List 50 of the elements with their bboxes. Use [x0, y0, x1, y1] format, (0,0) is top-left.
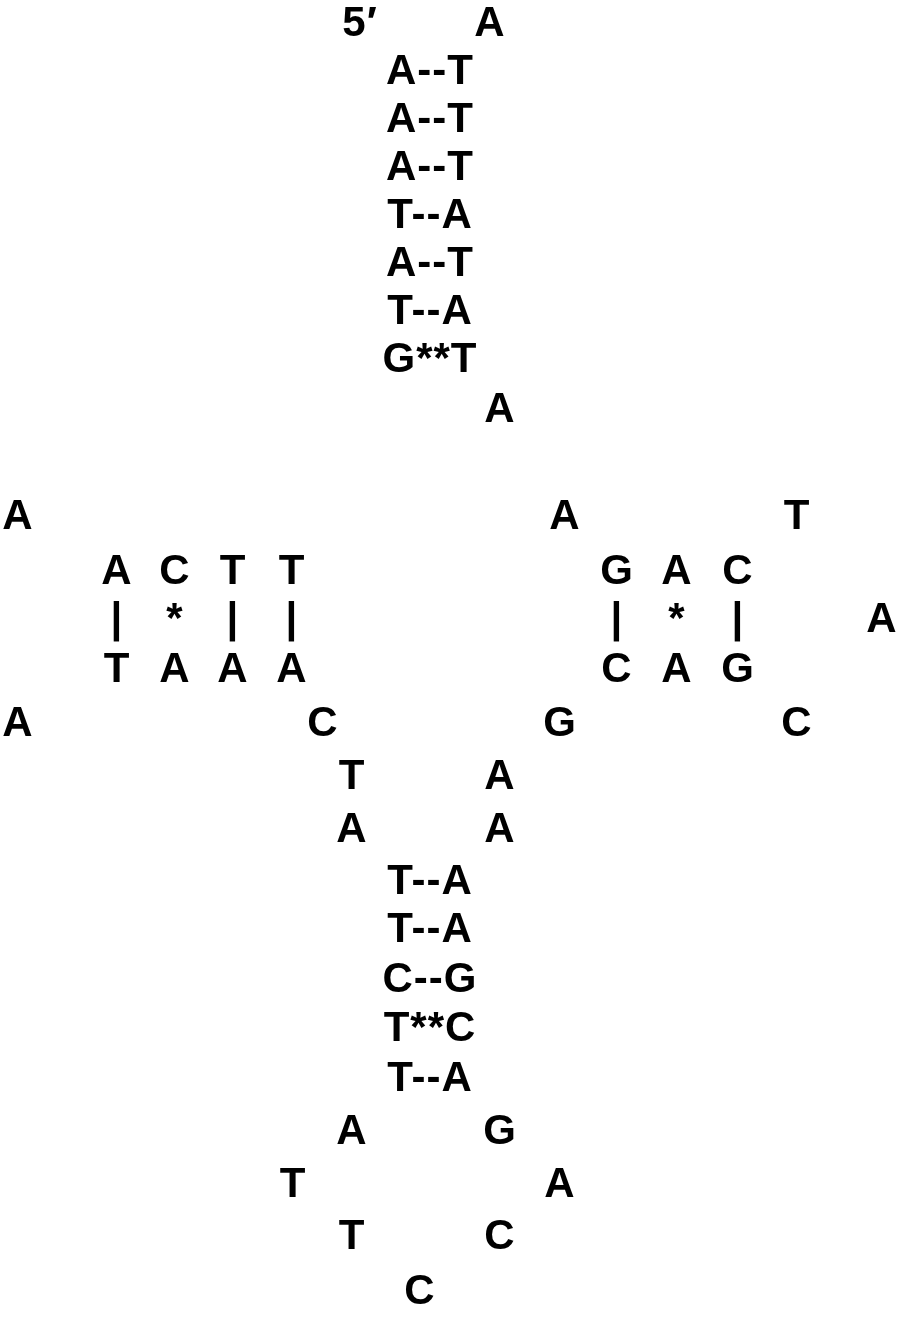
base-letter: G	[721, 647, 755, 689]
base-letter: A	[661, 549, 693, 591]
base-pair: T--A	[387, 1056, 473, 1098]
base-letter: G	[543, 701, 577, 743]
base-letter: C	[484, 1214, 516, 1256]
base-pair: A--T	[386, 97, 474, 139]
base-letter: A	[101, 549, 133, 591]
base-pair: T--A	[387, 859, 473, 901]
base-letter: G	[600, 549, 634, 591]
pairing-mark: *	[166, 597, 184, 639]
base-pair: T--A	[387, 289, 473, 331]
base-letter: T	[103, 647, 131, 689]
base-pair: T**C	[383, 1006, 477, 1048]
base-letter: T	[338, 1214, 366, 1256]
base-letter: A	[2, 494, 34, 536]
base-pair: T--A	[387, 193, 473, 235]
base-letter: A	[2, 701, 34, 743]
base-letter: A	[276, 647, 308, 689]
pairing-mark: *	[668, 597, 686, 639]
base-letter: T	[338, 754, 366, 796]
base-letter: C	[404, 1269, 436, 1311]
base-letter: C	[307, 701, 339, 743]
base-letter: A	[484, 807, 516, 849]
base-letter: C	[159, 549, 191, 591]
base-letter: T	[783, 494, 811, 536]
base-letter: A	[484, 754, 516, 796]
base-letter: A	[866, 597, 898, 639]
end-label: 5′	[342, 1, 378, 43]
base-letter: A	[336, 807, 368, 849]
base-letter: A	[474, 1, 506, 43]
base-pair: G**T	[382, 337, 478, 379]
base-letter: C	[781, 701, 813, 743]
base-pair: C--G	[382, 957, 478, 999]
base-letter: A	[661, 647, 693, 689]
base-letter: A	[544, 1162, 576, 1204]
base-letter: T	[279, 1162, 307, 1204]
base-pair: A--T	[386, 145, 474, 187]
base-pair: A--T	[386, 241, 474, 283]
base-pair: A--T	[386, 49, 474, 91]
base-letter: T	[278, 549, 306, 591]
base-pair: T--A	[387, 907, 473, 949]
base-letter: A	[336, 1109, 368, 1151]
base-letter: T	[219, 549, 247, 591]
base-letter: A	[217, 647, 249, 689]
base-letter: C	[722, 549, 754, 591]
base-letter: A	[484, 387, 516, 429]
base-letter: G	[483, 1109, 517, 1151]
base-letter: A	[549, 494, 581, 536]
base-letter: A	[159, 647, 191, 689]
base-letter: C	[601, 647, 633, 689]
